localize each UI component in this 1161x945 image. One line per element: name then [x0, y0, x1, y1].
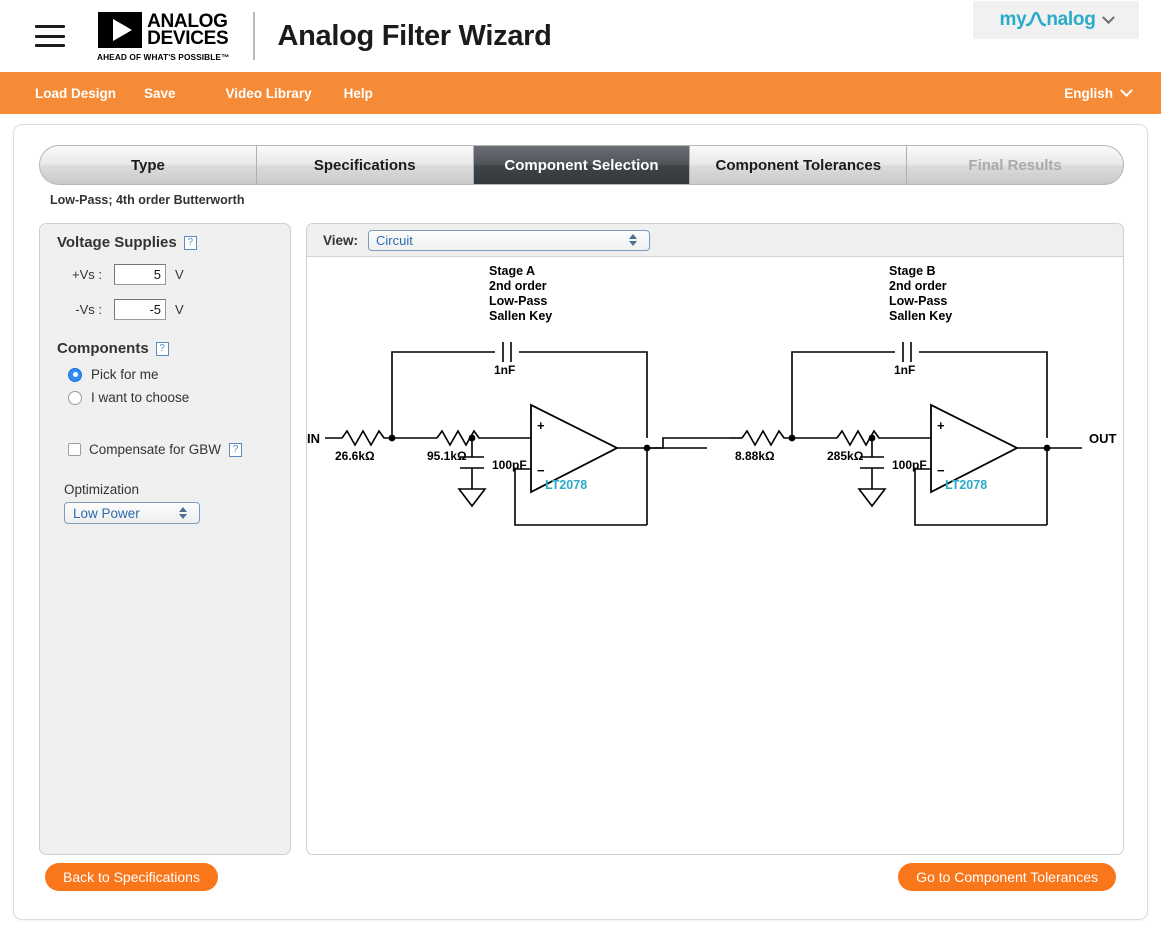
- stage-a-topology: Sallen Key: [489, 309, 552, 323]
- radio-i-want-to-choose[interactable]: I want to choose: [68, 390, 189, 405]
- view-select-value: Circuit: [376, 232, 413, 248]
- chevron-down-icon: [1120, 83, 1133, 97]
- go-to-component-tolerances-button[interactable]: Go to Component Tolerances: [898, 863, 1116, 891]
- negative-supply-row: -Vs : V: [40, 299, 184, 320]
- brand-line-2: DEVICES: [147, 28, 229, 49]
- components-help-icon[interactable]: ?: [155, 341, 169, 356]
- positive-supply-input[interactable]: [114, 264, 166, 285]
- stage-a-name: Stage A: [489, 264, 535, 278]
- stage-a-cgnd-value: 100pF: [492, 458, 527, 472]
- optimization-label: Optimization: [64, 482, 140, 497]
- stage-b-r2-value: 285kΩ: [827, 449, 864, 463]
- negative-supply-unit: V: [175, 302, 184, 317]
- hamburger-menu-icon[interactable]: [35, 25, 65, 47]
- myanalog-wave-icon: [1026, 11, 1047, 27]
- nav-help[interactable]: Help: [343, 85, 373, 101]
- nav-save[interactable]: Save: [144, 85, 176, 101]
- circuit-panel: View: Circuit Stage A 2nd order Low-Pass…: [306, 223, 1124, 855]
- optimization-select[interactable]: Low Power: [64, 502, 200, 524]
- negative-supply-label: -Vs :: [75, 302, 102, 317]
- stepper-arrows-icon: [179, 507, 187, 519]
- stage-b-cgnd-value: 100pF: [892, 458, 927, 472]
- positive-supply-row: +Vs : V: [40, 264, 184, 285]
- radio-pick-for-me-label: Pick for me: [91, 367, 159, 382]
- compensate-gbw-help-icon[interactable]: ?: [229, 442, 243, 457]
- stage-b-r1-value: 8.88kΩ: [735, 449, 775, 463]
- schematic-canvas: Stage A 2nd order Low-Pass Sallen Key: [307, 257, 1123, 854]
- view-select[interactable]: Circuit: [368, 229, 651, 251]
- voltage-supplies-help-icon[interactable]: ?: [183, 235, 197, 250]
- circuit-schematic: Stage A 2nd order Low-Pass Sallen Key: [307, 264, 1117, 526]
- components-heading: Components ?: [57, 340, 169, 357]
- stage-b-opamp-minus: −: [937, 463, 945, 478]
- analog-devices-logo: ANALOG DEVICES AHEAD OF WHAT'S POSSIBLE™: [97, 10, 230, 62]
- positive-supply-label: +Vs :: [72, 267, 102, 282]
- stage-b-name: Stage B: [889, 264, 936, 278]
- voltage-supplies-title: Voltage Supplies: [57, 234, 177, 251]
- main-nav-bar: Load Design Save Video Library Help Engl…: [0, 72, 1161, 114]
- tab-specifications[interactable]: Specifications: [257, 146, 474, 184]
- stage-b-opamp-plus: +: [937, 418, 945, 433]
- stage-a-wiring: [325, 342, 730, 526]
- checkbox-compensate-gbw[interactable]: Compensate for GBW ?: [68, 442, 243, 457]
- tab-final-results: Final Results: [968, 156, 1062, 174]
- radio-selected-icon: [68, 367, 82, 382]
- brand-line-1: ANALOG: [147, 10, 228, 32]
- view-label: View:: [323, 232, 359, 248]
- stage-b-title-block: Stage B 2nd order Low-Pass Sallen Key: [889, 264, 952, 323]
- components-title: Components: [57, 340, 149, 357]
- stage-a-response: Low-Pass: [489, 294, 547, 308]
- radio-i-want-to-choose-label: I want to choose: [91, 390, 190, 405]
- stage-b-cfb-value: 1nF: [894, 363, 915, 377]
- stepper-arrows-icon: [629, 234, 638, 246]
- stage-a-r1-value: 26.6kΩ: [335, 449, 375, 463]
- wizard-card: Type Specifications Component Selection …: [13, 124, 1148, 920]
- back-to-specifications-button[interactable]: Back to Specifications: [45, 863, 218, 891]
- language-selector[interactable]: English: [1064, 83, 1133, 101]
- stage-b-topology: Sallen Key: [889, 309, 952, 323]
- stage-b-opamp-label: LT2078: [945, 478, 987, 492]
- tab-component-selection[interactable]: Component Selection: [473, 146, 691, 184]
- nav-load-design[interactable]: Load Design: [35, 85, 117, 101]
- chevron-down-icon: [1101, 10, 1115, 24]
- stage-b-order: 2nd order: [889, 279, 947, 293]
- voltage-supplies-heading: Voltage Supplies ?: [57, 234, 197, 251]
- stage-a-opamp-minus: −: [537, 463, 545, 478]
- stage-a-opamp-label: LT2078: [545, 478, 587, 492]
- radio-pick-for-me[interactable]: Pick for me: [68, 367, 159, 382]
- stage-a-opamp-plus: +: [537, 418, 545, 433]
- language-label: English: [1064, 85, 1113, 101]
- optimization-value: Low Power: [73, 505, 140, 521]
- stage-a-title-block: Stage A 2nd order Low-Pass Sallen Key: [489, 264, 552, 323]
- page-title: Analog Filter Wizard: [277, 19, 552, 52]
- view-toolbar: View: Circuit: [307, 224, 1123, 257]
- positive-supply-unit: V: [175, 267, 184, 282]
- stage-a-cfb-value: 1nF: [494, 363, 515, 377]
- brand-tagline: AHEAD OF WHAT'S POSSIBLE™: [97, 52, 230, 62]
- checkbox-unchecked-icon: [68, 443, 81, 456]
- checkbox-compensate-gbw-label: Compensate for GBW: [89, 442, 222, 457]
- stage-a-order: 2nd order: [489, 279, 547, 293]
- play-triangle-icon: [98, 12, 143, 48]
- tab-component-tolerances[interactable]: Component Tolerances: [690, 146, 908, 184]
- stage-b-wiring: [730, 342, 1082, 526]
- wizard-tab-bar: Type Specifications Component Selection …: [39, 145, 1124, 185]
- negative-supply-input[interactable]: [114, 299, 166, 320]
- nav-video-library[interactable]: Video Library: [225, 85, 312, 101]
- input-pin-label: IN: [307, 431, 320, 446]
- output-pin-label: OUT: [1089, 431, 1117, 446]
- settings-sidebar: Voltage Supplies ? +Vs : V -Vs : V Compo…: [39, 223, 291, 855]
- stage-b-response: Low-Pass: [889, 294, 947, 308]
- radio-unselected-icon: [68, 390, 82, 405]
- tab-type[interactable]: Type: [40, 146, 257, 184]
- filter-summary-text: Low-Pass; 4th order Butterworth: [50, 193, 245, 207]
- header-divider: [253, 12, 256, 60]
- page-header: ANALOG DEVICES AHEAD OF WHAT'S POSSIBLE™…: [0, 0, 1161, 72]
- stage-a-r2-value: 95.1kΩ: [427, 449, 467, 463]
